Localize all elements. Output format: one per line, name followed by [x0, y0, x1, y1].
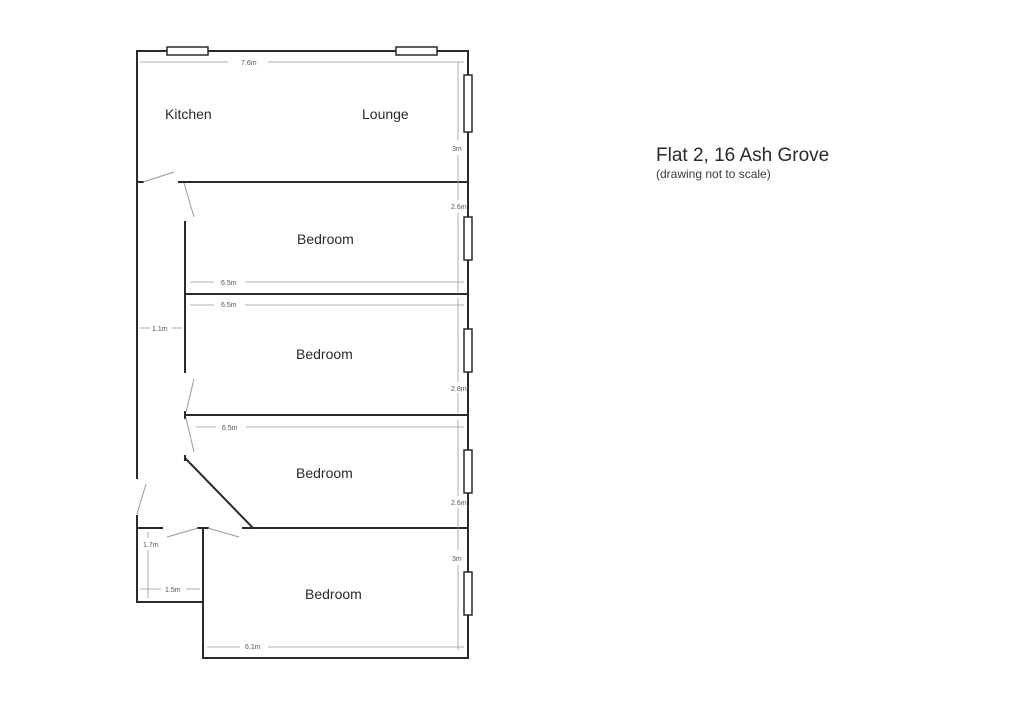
dim-label-closet-width: 1.5m	[165, 587, 181, 594]
dim-label-bedroom-2-depth: 2.8m	[451, 386, 467, 393]
room-label-bedroom-2: Bedroom	[296, 346, 353, 362]
dim-label-bedroom-4-width: 6.1m	[245, 644, 261, 651]
room-label-bedroom-3: Bedroom	[296, 465, 353, 481]
dim-label-bedroom-3-depth: 2.6m	[451, 500, 467, 507]
plan-title-block: Flat 2, 16 Ash Grove (drawing not to sca…	[656, 145, 829, 181]
dim-label-bedroom-1-width: 6.5m	[221, 280, 237, 287]
plan-title: Flat 2, 16 Ash Grove	[656, 145, 830, 166]
window-bedroom-3	[463, 449, 473, 494]
door-closet	[166, 527, 199, 538]
door-entrance	[136, 483, 147, 515]
dim-label-closet-depth: 1.7m	[143, 542, 159, 549]
dim-label-bedroom-3-width: 6.5m	[222, 425, 238, 432]
walls	[136, 50, 469, 659]
window-lounge	[463, 74, 473, 133]
dim-label-bedroom-1-depth: 2.6m	[451, 204, 467, 211]
doors	[136, 171, 240, 538]
window-bedroom-1	[463, 216, 473, 261]
window-bedroom-2	[463, 328, 473, 373]
dim-label-bedroom-4-depth: 3m	[452, 556, 462, 563]
room-label-bedroom-4: Bedroom	[305, 586, 362, 602]
window-top-kitchen	[166, 46, 209, 56]
door-bedroom-1	[183, 182, 195, 218]
window-top-lounge	[395, 46, 438, 56]
room-labels: Kitchen Lounge Bedroom Bedroom Bedroom B…	[165, 106, 409, 602]
room-label-lounge: Lounge	[362, 106, 409, 122]
dim-label-kitchen-lounge-width: 7.6m	[241, 60, 257, 67]
room-label-kitchen: Kitchen	[165, 106, 212, 122]
door-bedroom-2	[185, 378, 195, 413]
plan-subtitle: (drawing not to scale)	[656, 167, 771, 181]
dimension-labels: 7.6m 3m 2.6m 6.5m 6.5m 2.8m 6.5m 2.6m 3m…	[143, 60, 467, 651]
room-label-bedroom-1: Bedroom	[297, 231, 354, 247]
dim-label-corridor-width: 1.1m	[152, 326, 168, 333]
door-bedroom-4	[207, 527, 240, 538]
door-bedroom-3	[185, 417, 195, 453]
dimension-lines	[140, 61, 464, 650]
dim-label-kitchen-lounge-depth: 3m	[452, 146, 462, 153]
dim-label-bedroom-2-width: 6.5m	[221, 302, 237, 309]
windows	[166, 46, 473, 616]
door-kitchen	[142, 171, 175, 183]
window-bedroom-4	[463, 571, 473, 616]
